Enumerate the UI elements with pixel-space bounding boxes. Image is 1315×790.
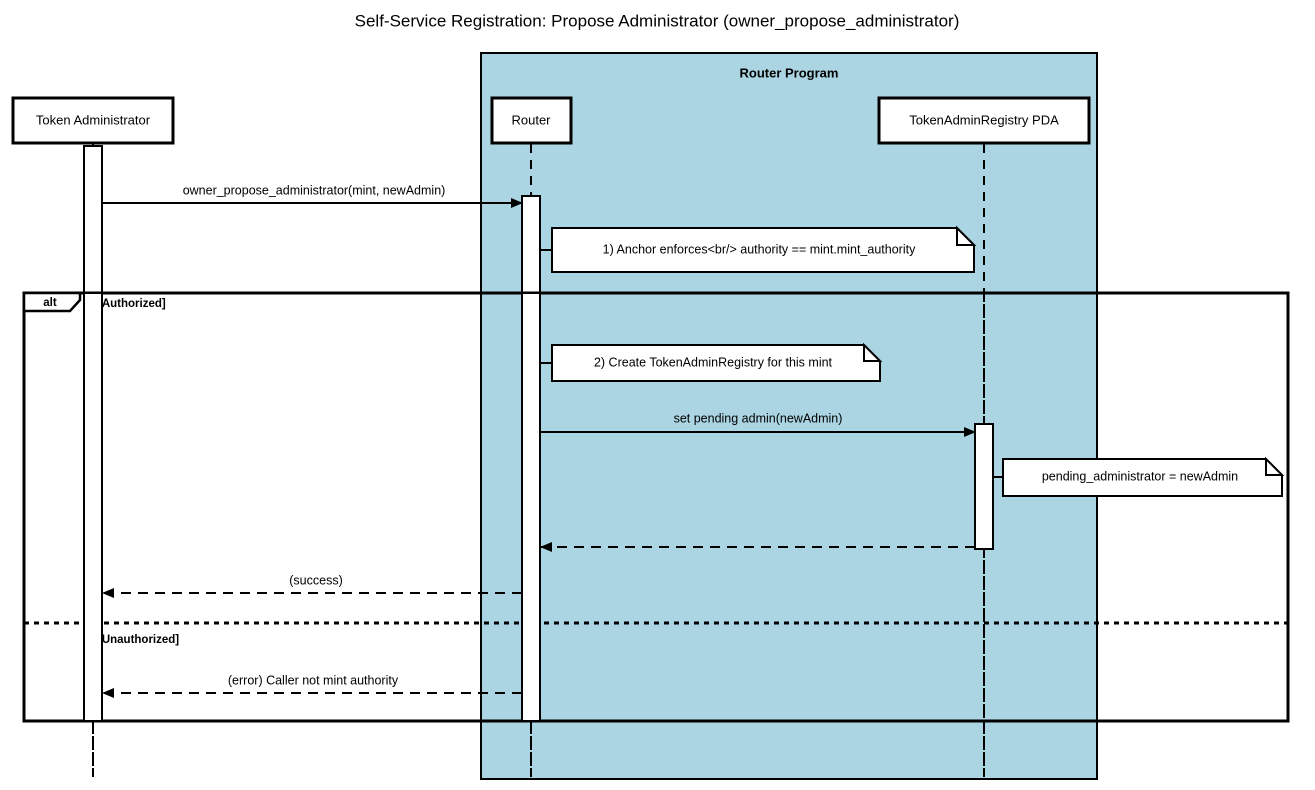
note-pending-administrator: pending_administrator = newAdmin — [993, 456, 1285, 497]
note-2-body — [551, 344, 881, 382]
message-1-label: owner_propose_administrator(mint, newAdm… — [183, 183, 446, 197]
note-3-fold — [1265, 456, 1285, 476]
note-2-label: 2) Create TokenAdminRegistry for this mi… — [594, 355, 833, 369]
message-5-label: (error) Caller not mint authority — [228, 673, 399, 687]
participant-router-label: Router — [511, 112, 551, 127]
fragment-alt-kind-label: alt — [43, 297, 57, 309]
participant-pda[interactable]: TokenAdminRegistry PDA — [877, 96, 1091, 145]
message-error-caller-not-mint-authority[interactable]: (error) Caller not mint authority — [102, 673, 522, 698]
note-anchor-enforces: 1) Anchor enforces<br/> authority == min… — [540, 225, 977, 273]
note-3-body — [1002, 458, 1283, 497]
fragment-alt-tab — [22, 291, 82, 313]
participant-admin-label: Token Administrator — [36, 112, 151, 127]
message-success[interactable]: (success) — [102, 573, 522, 598]
fragment-alt: alt [Authorized] [Unauthorized] — [22, 291, 1290, 723]
note-1-body — [551, 227, 975, 273]
message-2-label: set pending admin(newAdmin) — [674, 411, 843, 425]
message-4-label: (success) — [289, 573, 342, 587]
group-router-program: Router Program — [480, 52, 1098, 780]
participant-router[interactable]: Router — [490, 96, 573, 145]
participant-router-box[interactable] — [490, 96, 573, 145]
activation-pda-over — [974, 423, 994, 550]
note-create-registry: 2) Create TokenAdminRegistry for this mi… — [540, 342, 883, 382]
note-1-label: 1) Anchor enforces<br/> authority == min… — [603, 242, 916, 256]
message-set-pending-admin[interactable]: set pending admin(newAdmin) — [540, 411, 976, 437]
fragment-alt-box — [22, 291, 1290, 723]
participant-admin[interactable]: Token Administrator — [11, 96, 175, 145]
group-title-label: Router Program — [740, 65, 839, 80]
activation-admin-lower — [83, 292, 103, 722]
note-1-fold — [956, 225, 977, 246]
activation-router-lower — [521, 292, 541, 722]
note-2-fold — [863, 342, 883, 362]
participant-pda-label: TokenAdminRegistry PDA — [909, 112, 1059, 127]
fragment-alt-guard-authorized: [Authorized] — [98, 298, 166, 310]
participant-admin-box[interactable] — [11, 96, 175, 145]
group-box-rect — [480, 52, 1098, 780]
fragment-alt-guard-unauthorized: [Unauthorized] — [98, 634, 179, 646]
message-owner-propose-administrator[interactable]: owner_propose_administrator(mint, newAdm… — [102, 183, 523, 208]
note-3-label: pending_administrator = newAdmin — [1042, 469, 1238, 483]
diagram-title: Self-Service Registration: Propose Admin… — [355, 11, 960, 30]
participant-pda-box[interactable] — [877, 96, 1091, 145]
